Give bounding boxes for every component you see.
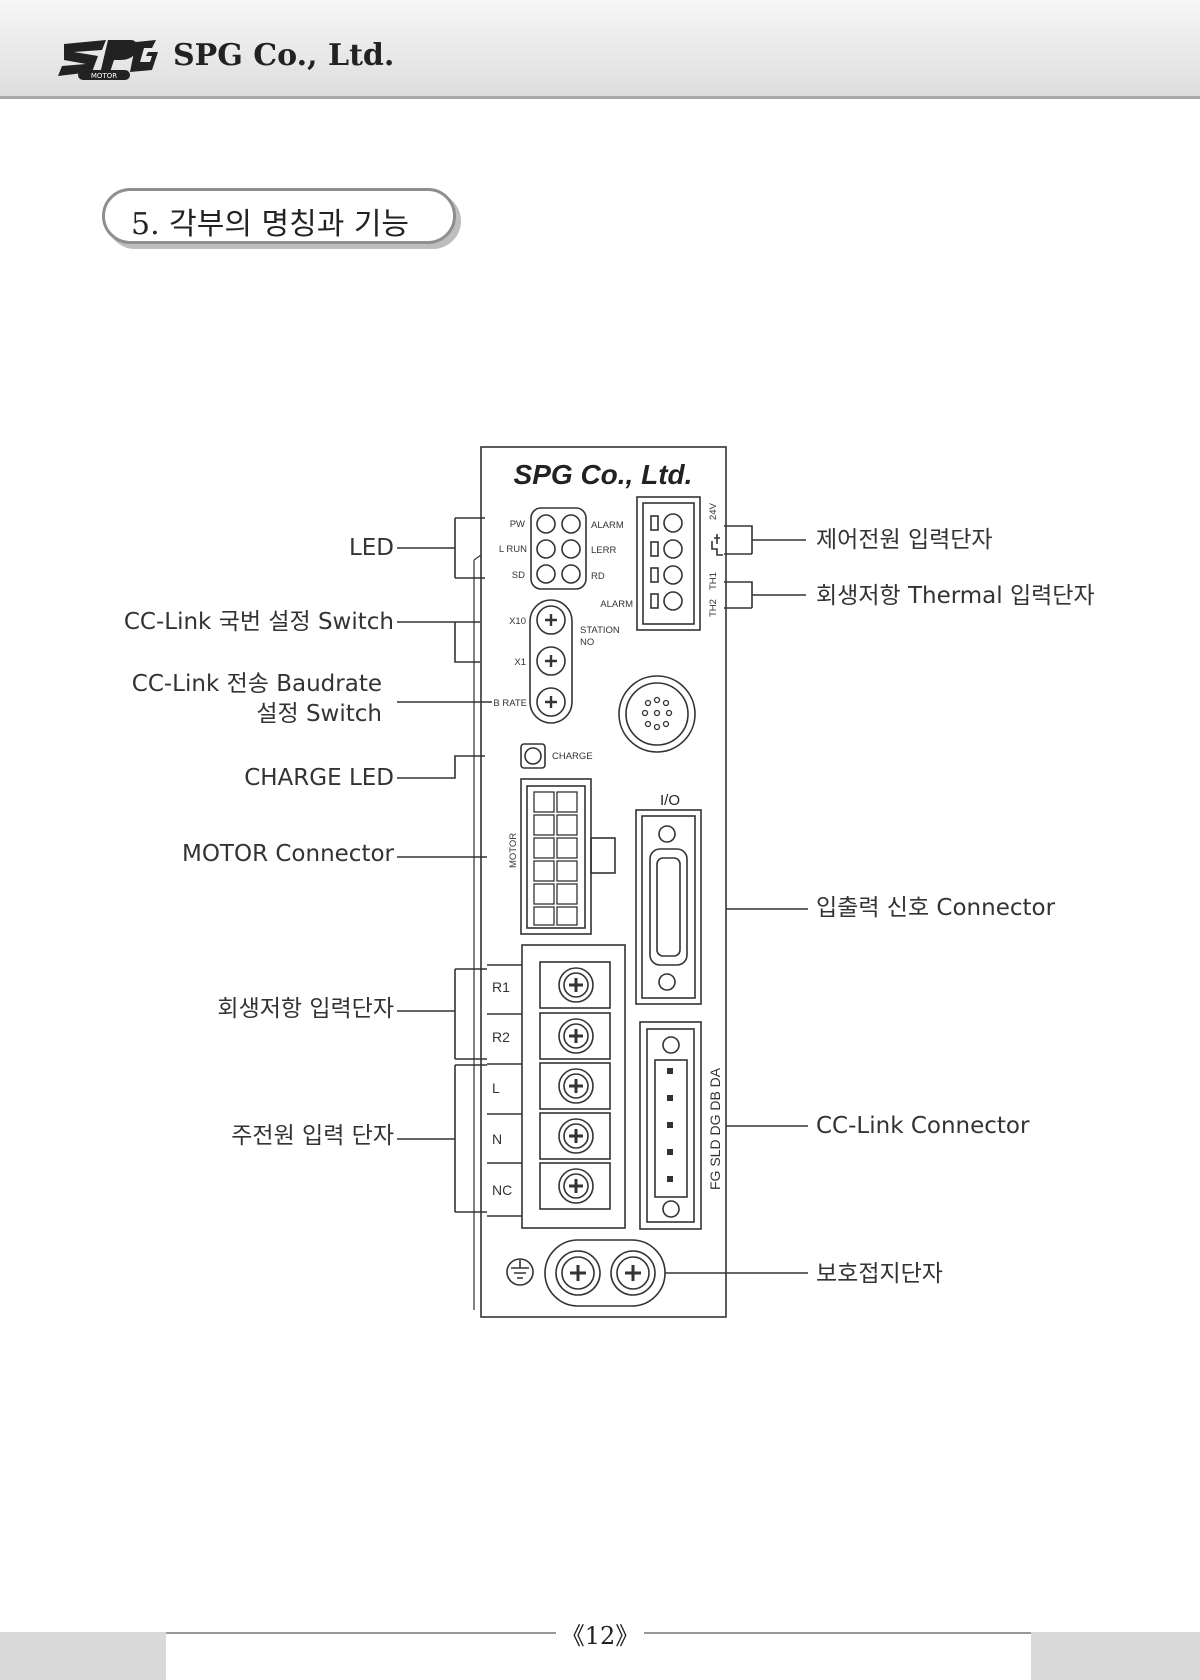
callout-charge-led: CHARGE LED (244, 765, 394, 791)
logo-subtext: MOTOR (91, 72, 117, 80)
leader-control-power (724, 525, 806, 555)
led-label-sd: SD (512, 570, 525, 581)
callout-cclink-connector: CC-Link Connector (816, 1113, 1030, 1139)
terminal-label-r2: R2 (492, 1029, 510, 1045)
switch-label-brate: B RATE (493, 698, 527, 709)
callout-regen-input: 회생저항 입력단자 (217, 996, 394, 1022)
terminal-label-n: N (492, 1131, 502, 1147)
callout-io-connector: 입출력 신호 Connector (816, 895, 1056, 921)
callout-control-power: 제어전원 입력단자 (816, 527, 993, 553)
cclink-connector (639, 1021, 702, 1230)
callout-main-power: 주전원 입력 단자 (231, 1123, 394, 1149)
device-brand: SPG Co., Ltd. (514, 459, 693, 490)
motor-label: MOTOR (508, 833, 519, 868)
leader-main-power (397, 1064, 487, 1213)
callout-baud-switch-line2: 설정 Switch (256, 701, 382, 727)
io-label: I/O (660, 792, 680, 809)
switch-label-x1: X1 (514, 657, 526, 668)
led-label-pw: PW (510, 519, 525, 530)
leader-station-switch (397, 621, 480, 663)
ctrl-label-th1: TH1 (708, 572, 719, 590)
terminal-label-l: L (492, 1080, 500, 1096)
callout-regen-thermal: 회생저항 Thermal 입력단자 (816, 583, 1095, 609)
footer-right-bar (1031, 1632, 1200, 1680)
ground-terminal (544, 1239, 666, 1307)
callout-led: LED (348, 535, 394, 561)
callout-station-switch: CC-Link 국번 설정 Switch (123, 609, 394, 635)
led-label-lerr: LERR (591, 545, 616, 556)
charge-label: CHARGE (552, 751, 593, 762)
device-body (480, 446, 727, 1318)
leader-charge-led (397, 755, 485, 779)
callout-ground: 보호접지단자 (816, 1261, 943, 1287)
switch-panel (529, 599, 573, 724)
station-label: STATION (580, 625, 620, 636)
leader-regen-thermal (724, 581, 806, 609)
ground-symbol-icon (506, 1258, 534, 1286)
callout-baud-switch-line1: CC-Link 전송 Baudrate (131, 671, 382, 697)
control-power-terminal (636, 496, 701, 631)
footer-line-left (166, 1632, 556, 1634)
ctrl-label-24v: 24V (708, 502, 719, 520)
led-label-lrun: L RUN (499, 544, 527, 555)
company-name: SPG Co., Ltd. (173, 38, 395, 73)
cclink-pin-labels: FG SLD DG DB DA (707, 1067, 723, 1190)
footer-left-bar (0, 1632, 166, 1680)
station-label-no: NO (580, 637, 594, 648)
footer-line-right (644, 1632, 1031, 1634)
led-cluster (530, 507, 587, 590)
io-connector (635, 809, 702, 1005)
terminal-label-nc: NC (492, 1182, 512, 1198)
motor-connector (520, 778, 592, 935)
leader-led (397, 517, 485, 579)
terminal-label-r1: R1 (492, 979, 510, 995)
encoder-connector (618, 675, 696, 753)
switch-label-x10: X10 (509, 616, 526, 627)
ctrl-label-th2: TH2 (708, 599, 719, 617)
alarm-terminal-label: ALARM (600, 599, 633, 610)
leader-regen-input (397, 968, 487, 1060)
section-title-box: 5. 각부의 명칭과 기능 (102, 188, 456, 244)
page-number: 《12》 (560, 1622, 640, 1650)
led-label-alarm: ALARM (591, 520, 624, 531)
led-label-rd: RD (591, 571, 605, 582)
page-header: MOTOR SPG Co., Ltd. (0, 0, 1200, 99)
callout-motor-connector: MOTOR Connector (181, 841, 394, 867)
section-title: 5. 각부의 명칭과 기능 (131, 207, 410, 242)
spg-logo-icon: MOTOR (58, 40, 158, 80)
main-terminal-block (521, 944, 626, 1229)
charge-led (520, 743, 546, 769)
